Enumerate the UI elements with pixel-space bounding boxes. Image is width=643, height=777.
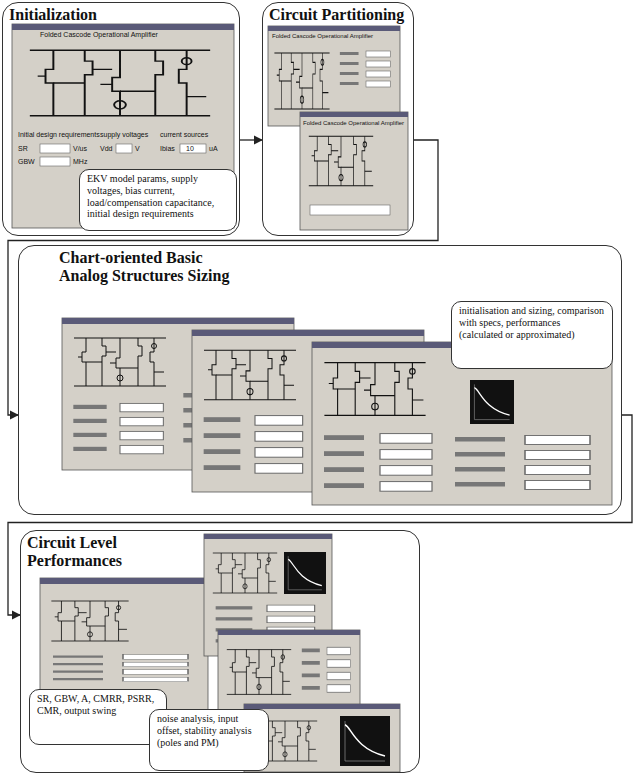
screenshot-part [204, 416, 303, 474]
screen-label: GBW [18, 158, 35, 165]
screen-label: uA [209, 145, 218, 152]
screen-label: Folded Cascode Operational Amplifier [272, 33, 373, 39]
stage-title: Chart-oriented Basic Analog Structures S… [59, 249, 237, 284]
stage-title: Circuit Partitioning [269, 6, 415, 24]
screenshot-shape [40, 157, 70, 166]
stage-title: Circuit Level Performances [27, 534, 167, 569]
screenshot-shape [192, 330, 424, 336]
screenshot-part [455, 436, 590, 490]
screenshot-shape [218, 630, 360, 714]
screenshot-window [268, 26, 400, 126]
screenshot-part [340, 51, 390, 87]
screenshot-window [12, 24, 234, 228]
screenshot-shape [116, 144, 132, 153]
flow-arrow [8, 415, 632, 615]
connector-layer [8, 140, 632, 615]
screenshot-part [53, 655, 188, 682]
screenshot-window [218, 630, 360, 714]
stage-panel: Circuit Level PerformancesSR, GBW, A, CM… [20, 530, 420, 773]
screenshot-shape [62, 318, 294, 324]
note-callout: initialisation and sizing, comparison wi… [451, 301, 613, 369]
screenshot-shape [310, 205, 390, 215]
screenshot-shape [40, 578, 208, 584]
screenshot-shape [244, 704, 400, 709]
flow-arrow [8, 140, 438, 415]
screenshot-shape [180, 144, 206, 153]
screenshot-shape [40, 144, 70, 153]
screenshot-part [302, 647, 351, 692]
callout-text: EKV model params, supply voltages, bias … [87, 173, 229, 220]
screenshot-shape [12, 24, 234, 228]
screenshot-shape [300, 112, 408, 117]
screenshot-part [204, 350, 296, 400]
screen-label: V [135, 145, 140, 152]
screen-label: MHz [73, 158, 87, 165]
screenshot-part [324, 434, 432, 492]
screenshot-part [340, 716, 390, 766]
callout-text: noise analysis, input offset, stability … [157, 713, 261, 748]
stage-panel: Circuit Partitioning [262, 2, 414, 236]
screen-label: 10 [186, 145, 194, 152]
screenshot-shape [300, 112, 408, 230]
screenshot-window [300, 112, 408, 230]
stage-title: Initialization [9, 6, 209, 24]
screenshot-part [324, 363, 425, 416]
screen-label: supply voltages [100, 131, 148, 138]
screenshot-part [470, 380, 514, 424]
note-callout: SR, GBW, A, CMRR, PSRR, CMR, output swin… [29, 689, 167, 745]
screen-label: Initial design requirements [18, 131, 100, 138]
screenshot-part [51, 601, 128, 641]
screen-label: SR [18, 145, 28, 152]
screen-label: Folded Cascode Operational Amplifier [303, 120, 404, 126]
screenshot-shape [268, 26, 400, 126]
screen-label: Folded Cascode Operational Amplifier [40, 31, 158, 38]
stage-panel: Chart-oriented Basic Analog Structures S… [18, 245, 622, 515]
screen-label: Vdd [100, 145, 112, 152]
screenshot-shape [218, 630, 360, 635]
screenshot-shape [268, 26, 400, 31]
screenshot-part [73, 403, 163, 453]
note-callout: EKV model params, supply voltages, bias … [79, 169, 237, 231]
screen-label: current sources [160, 131, 208, 138]
flow-arrow [240, 139, 262, 140]
screenshot-part [213, 553, 277, 593]
screenshot-part [227, 650, 291, 695]
screenshot-shape [12, 24, 234, 30]
callout-text: initialisation and sizing, comparison wi… [459, 305, 605, 340]
screenshot-part [30, 50, 210, 116]
screenshot-part [74, 338, 166, 386]
screenshot-part [284, 552, 326, 594]
callout-text: SR, GBW, A, CMRR, PSRR, CMR, output swin… [37, 693, 159, 717]
note-callout: noise analysis, input offset, stability … [149, 709, 269, 771]
screen-label: V/us [73, 145, 87, 152]
screen-label: Ibias [160, 145, 175, 152]
screenshot-shape [204, 534, 332, 539]
screenshot-part [309, 136, 373, 186]
screenshot-part [274, 53, 329, 109]
stage-panel: InitializationEKV model params, supply v… [2, 2, 240, 236]
